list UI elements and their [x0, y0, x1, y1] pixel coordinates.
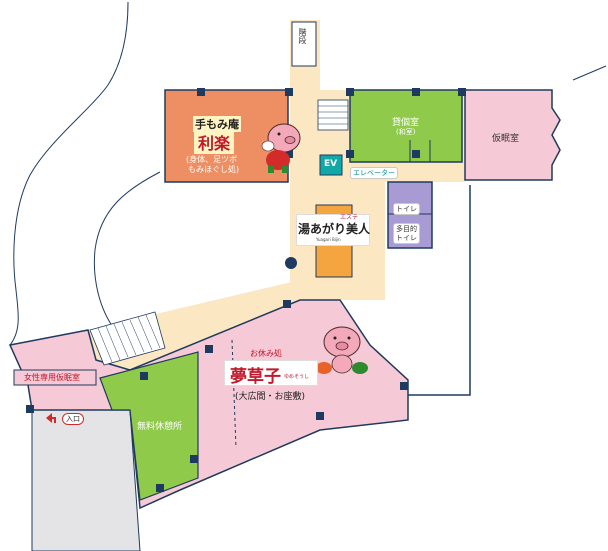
momian-title: 手もみ庵	[193, 116, 241, 132]
oyasumi-logo: 夢草子	[230, 367, 281, 387]
pig-mascot-icon	[316, 326, 368, 374]
entrance-arrow-icon	[46, 413, 56, 423]
toilet-label: トイレ	[393, 203, 420, 215]
elevator-label: エレベーター	[350, 167, 398, 179]
stair-room-north	[291, 21, 317, 67]
pig-mascot-icon	[261, 123, 301, 173]
stairs-diagonal	[89, 311, 166, 366]
josei-label: 女性専用仮眠室	[24, 373, 80, 382]
inner-curve	[93, 171, 161, 331]
kaminshitsu-label: 仮眠室	[492, 134, 520, 144]
oyasumi-ruby: ゆめそうし	[284, 374, 310, 380]
oyasumi-logo-box	[224, 360, 318, 386]
outside-zone	[31, 409, 141, 551]
momian-sub2: もみほぐし処)	[188, 165, 240, 174]
kashikiri-title: 貸個室	[392, 118, 420, 128]
stairs-top	[317, 99, 349, 131]
yuagari-logo: 湯あがり美人	[298, 222, 371, 236]
elevator-box	[319, 154, 343, 176]
outer-curve	[9, 1, 129, 346]
yuagari-ruby: エステ	[340, 214, 359, 221]
ev-label: EV	[324, 159, 338, 169]
room-kaminshitsu	[464, 89, 561, 181]
kashikiri-sub: (和室)	[396, 128, 416, 136]
stair-room-label: 階段	[298, 28, 307, 44]
room-josei	[13, 369, 97, 386]
right-wall	[408, 185, 471, 396]
oyasumi-small: お休み処	[250, 349, 282, 358]
entrance-label: 入口	[62, 413, 84, 425]
right-outline	[572, 65, 607, 81]
multi-toilet-label-1: 多目的	[393, 223, 420, 234]
pillars	[26, 88, 466, 492]
room-kashikiri	[349, 89, 463, 163]
room-muryo	[99, 351, 199, 501]
multi-toilet-label-2: トイレ	[393, 233, 420, 244]
oyasumi-sub: (大広間・お座敷)	[235, 392, 306, 402]
room-oyasumi-area	[8, 299, 409, 510]
momian-sub1: (身体、足ツボ	[186, 155, 238, 164]
momian-logo: 利楽	[194, 130, 235, 154]
muryo-label: 無料休憩所	[137, 422, 183, 432]
yuagari-en: Yuagari Bijin	[316, 237, 341, 242]
yuagari-logo-box	[296, 214, 370, 246]
